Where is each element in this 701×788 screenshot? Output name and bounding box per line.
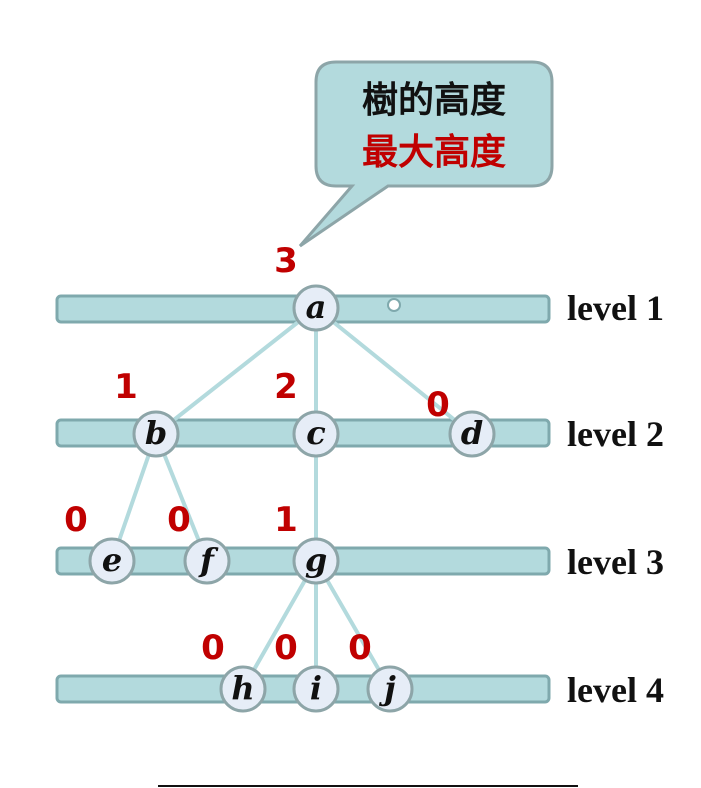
node-i: i0 [274, 628, 340, 713]
node-g: g1 [274, 500, 340, 585]
height-label-a: 3 [274, 241, 298, 281]
level-labels: level 1 level 2 level 3 level 4 [567, 288, 664, 710]
height-label-b: 1 [114, 367, 138, 407]
node-label-c: c [306, 414, 325, 452]
height-label-c: 2 [274, 367, 298, 407]
node-label-e: e [102, 541, 122, 579]
node-j: j0 [348, 628, 414, 713]
node-a: a3 [274, 241, 340, 332]
node-circle-b [132, 410, 180, 458]
node-e: e0 [64, 500, 136, 585]
level-label-2: level 2 [567, 414, 664, 454]
node-circle-a [292, 284, 340, 332]
node-circle-h [219, 665, 267, 713]
callout-bubble [298, 60, 554, 248]
node-h: h0 [201, 628, 267, 713]
node-circle-c [292, 410, 340, 458]
height-label-f: 0 [167, 500, 191, 540]
height-label-e: 0 [64, 500, 88, 540]
callout-title: 樹的高度 [362, 80, 506, 121]
node-label-g: g [305, 541, 327, 579]
node-label-i: i [310, 669, 322, 707]
height-label-g: 1 [274, 500, 298, 540]
node-label-a: a [306, 288, 327, 326]
edge-a-d [314, 306, 474, 436]
callout-highlight: 最大高度 [362, 132, 506, 173]
callout: 樹的高度 最大高度 [298, 60, 554, 248]
node-circle-i [292, 665, 340, 713]
node-label-h: h [231, 669, 254, 707]
height-label-h: 0 [201, 628, 225, 668]
node-label-f: f [198, 541, 219, 579]
height-label-i: 0 [274, 628, 298, 668]
node-circle-e [88, 537, 136, 585]
node-circle-g [292, 537, 340, 585]
height-label-j: 0 [348, 628, 372, 668]
node-f: f0 [167, 500, 231, 585]
node-b: b1 [114, 367, 180, 458]
level-label-4: level 4 [567, 670, 664, 710]
node-circle-f [183, 537, 231, 585]
level-bars [55, 294, 551, 704]
node-label-d: d [461, 414, 483, 452]
level-label-1: level 1 [567, 288, 664, 328]
node-d: d0 [426, 385, 496, 458]
bar-marker [387, 298, 401, 312]
level-label-3: level 3 [567, 542, 664, 582]
height-label-d: 0 [426, 385, 450, 425]
node-label-b: b [145, 414, 167, 452]
node-circle-j [366, 665, 414, 713]
edge-a-b [154, 306, 318, 436]
edge-g-h [241, 559, 318, 691]
edge-g-j [314, 559, 392, 691]
node-c: c2 [274, 367, 340, 458]
node-circle-d [448, 410, 496, 458]
